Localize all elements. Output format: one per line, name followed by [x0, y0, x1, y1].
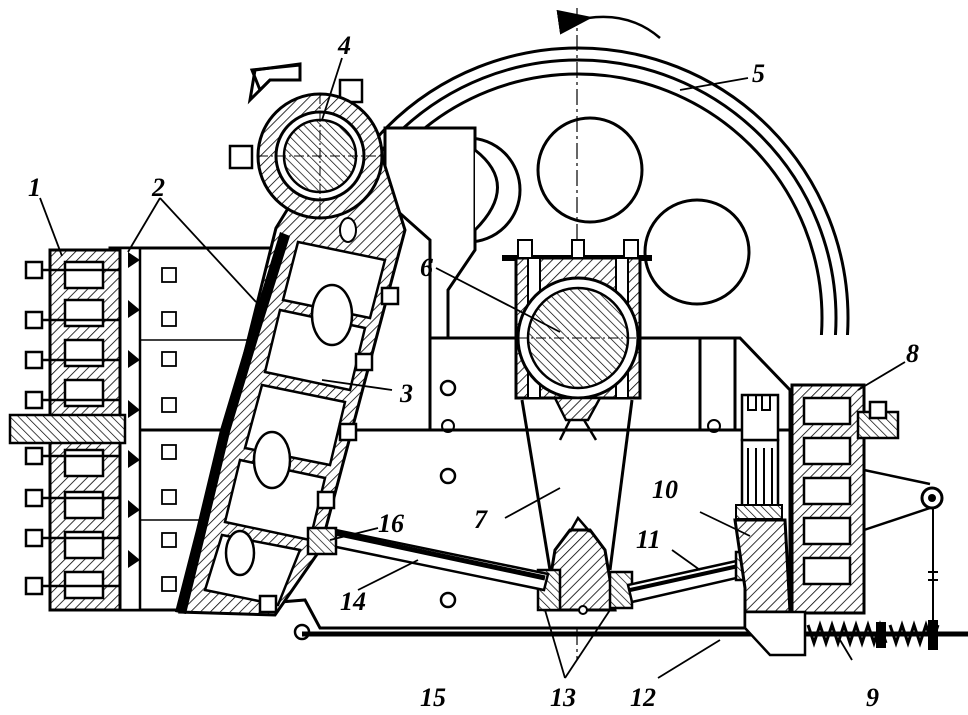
front-wall: [8, 248, 127, 612]
label-7: 7: [474, 505, 488, 534]
leader-lines: [39, 57, 906, 679]
rear-wall: [790, 383, 944, 615]
pitman-rods: [520, 399, 634, 571]
label-6: 6: [420, 253, 433, 282]
label-11: 11: [636, 525, 661, 554]
label-12: 12: [630, 683, 656, 712]
label-1: 1: [28, 173, 41, 202]
label-4: 4: [337, 31, 351, 60]
front-toggle-plate: [306, 526, 550, 592]
label-14: 14: [340, 587, 366, 616]
fixed-jaw-liner: [118, 246, 280, 612]
adjusting-block: [733, 393, 792, 614]
label-9: 9: [866, 683, 879, 712]
movable-jaw: [175, 138, 407, 617]
label-3: 3: [399, 379, 413, 408]
label-15: 15: [420, 683, 446, 712]
part-labels: 1 2 3 4 5 6 7 8 9 10 11 12 13 14 15 16: [28, 31, 919, 712]
label-8: 8: [906, 339, 919, 368]
label-13: 13: [550, 683, 576, 712]
label-2: 2: [151, 173, 165, 202]
suspension-shaft: [228, 62, 384, 220]
rotation-arrow: [556, 9, 661, 39]
eccentric-shaft: [500, 239, 656, 422]
tension-rod-spring: [302, 508, 968, 657]
label-10: 10: [652, 475, 678, 504]
label-5: 5: [752, 59, 765, 88]
label-16: 16: [378, 509, 404, 538]
